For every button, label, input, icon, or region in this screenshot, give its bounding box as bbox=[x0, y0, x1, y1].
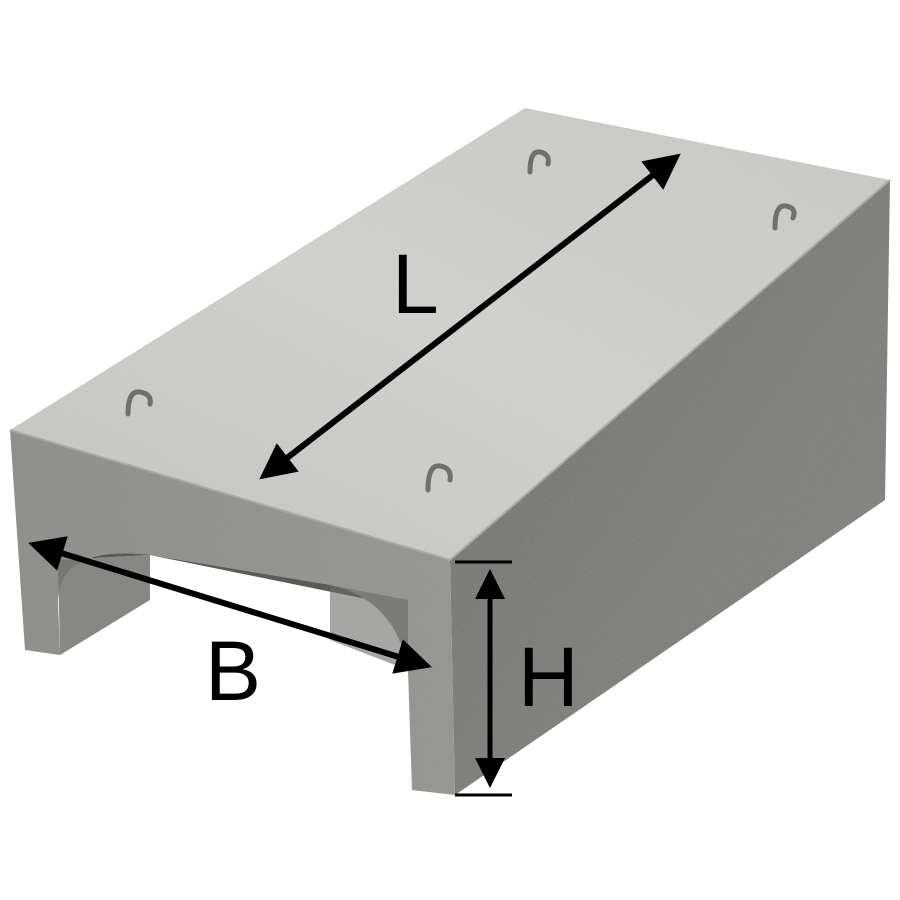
width-label: B bbox=[205, 624, 261, 718]
lifting-loop bbox=[772, 203, 797, 231]
width-arrow bbox=[28, 536, 432, 674]
length-arrow bbox=[259, 153, 681, 480]
front-u-face bbox=[10, 430, 455, 795]
top-edge bbox=[9, 179, 891, 562]
right-side-face bbox=[450, 180, 890, 795]
left-leg-inner bbox=[58, 555, 150, 655]
height-label: H bbox=[518, 630, 579, 724]
length-label: L bbox=[392, 237, 439, 331]
lifting-loop bbox=[125, 389, 153, 417]
